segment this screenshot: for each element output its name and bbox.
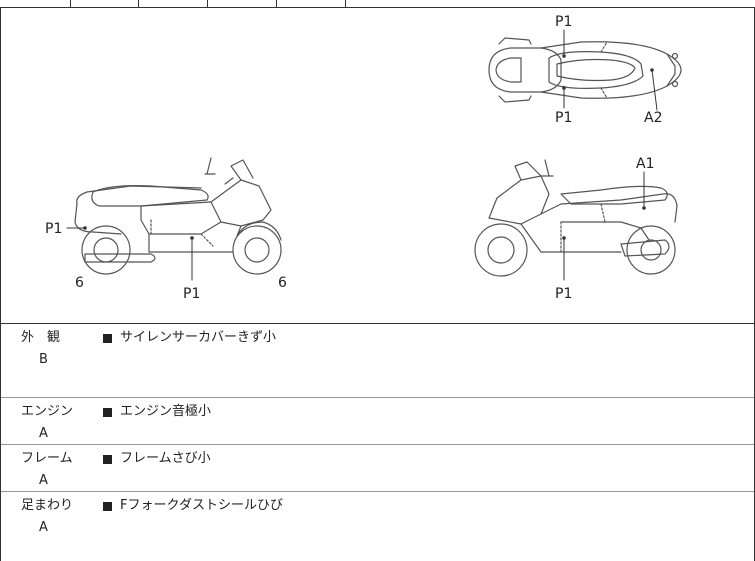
top-view-scooter: [488, 37, 682, 103]
condition-note: Fフォークダストシールひび: [103, 498, 283, 514]
condition-row-frame: フレーム A フレームさび小: [1, 445, 754, 492]
label-top-p1-lower: P1: [555, 110, 572, 126]
condition-note-text: フレームさび小: [120, 451, 211, 466]
condition-note-text: Fフォークダストシールひび: [120, 498, 283, 513]
bullet-square-icon: [103, 454, 112, 464]
scooter-diagram-svg: P1 P1 A2 P1 6 P1 6 A1 P1: [45, 14, 682, 302]
condition-table: 外 観 B サイレンサーカバーきず小 エンジン A エンジン音極小 フレーム A…: [0, 324, 755, 561]
bullet-square-icon: [103, 333, 112, 343]
label-top-p1-upper: P1: [555, 14, 572, 30]
label-top-a2: A2: [644, 110, 662, 126]
damage-diagram: P1 P1 A2 P1 6 P1 6 A1 P1: [0, 8, 755, 324]
label-left-p1-side: P1: [45, 221, 62, 237]
bullet-square-icon: [103, 407, 112, 417]
label-left-6-front: 6: [75, 275, 84, 291]
left-side-scooter: [74, 157, 282, 275]
condition-grade: B: [39, 352, 48, 367]
condition-row-engine: エンジン A エンジン音極小: [1, 398, 754, 445]
label-left-6-rear: 6: [278, 275, 287, 291]
condition-category: フレーム: [21, 451, 73, 466]
condition-note: フレームさび小: [103, 451, 211, 467]
condition-grade: A: [39, 520, 48, 535]
condition-note: エンジン音極小: [103, 404, 211, 420]
condition-row-suspension: 足まわり A Fフォークダストシールひび: [1, 492, 754, 561]
condition-note-text: エンジン音極小: [120, 404, 212, 419]
label-right-a1: A1: [636, 156, 654, 172]
condition-grade: A: [39, 426, 48, 441]
label-left-p1-bottom: P1: [183, 286, 200, 302]
condition-category: エンジン: [21, 404, 74, 419]
label-right-p1-bottom: P1: [555, 286, 572, 302]
right-side-scooter: [474, 159, 678, 277]
condition-grade: A: [39, 473, 48, 488]
header-strip: [0, 0, 755, 8]
condition-category: 外 観: [21, 330, 61, 345]
condition-note-text: サイレンサーカバーきず小: [120, 330, 277, 345]
bullet-square-icon: [103, 501, 112, 511]
condition-category: 足まわり: [21, 498, 74, 513]
damage-points: [83, 54, 654, 240]
leader-lines: [66, 29, 658, 281]
condition-row-exterior: 外 観 B サイレンサーカバーきず小: [1, 324, 754, 398]
condition-note: サイレンサーカバーきず小: [103, 330, 276, 346]
